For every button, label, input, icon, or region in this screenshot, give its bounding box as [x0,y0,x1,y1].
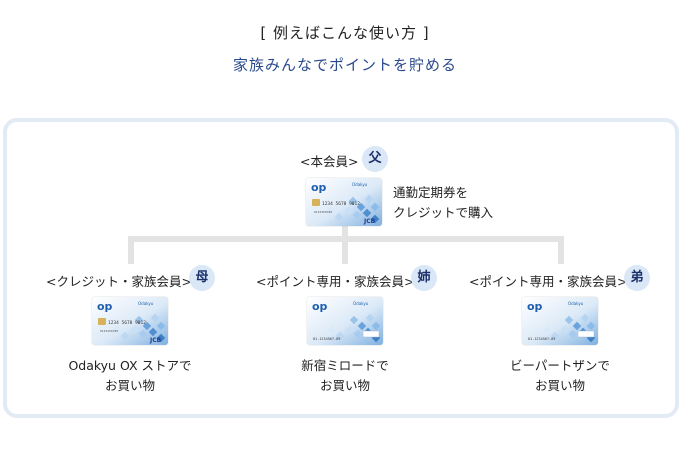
card-mosaic-tile [371,321,381,331]
left-branch-connector [128,236,134,264]
card-mosaic-tile [150,313,160,323]
card-mosaic-tile [353,329,363,339]
center-branch-connector [342,236,348,264]
card-mosaic-tile [148,327,158,337]
card-mosaic-tile [120,331,130,341]
card-mosaic-tile [364,194,374,204]
card-mosaic-tile [335,331,345,341]
card-mosaic-tile [349,315,359,325]
card-mosaic-tile [130,325,140,335]
card-mosaic-tile [112,325,122,335]
card-network-logo: JCB [149,337,162,344]
right-branch-connector [558,236,564,264]
card-mosaic-tile [156,333,166,343]
sister-caption-line-1: 新宿ミロードで [301,358,389,373]
card-mosaic-tile [370,202,380,212]
mother-caption-line-1: Odakyu OX ストアで [68,358,192,373]
family-diagram-frame [3,118,679,418]
card-artwork: op Odakyu 01-1234567-89 [522,297,598,345]
trunk-connector [342,226,348,240]
card-mosaic-tile [356,202,366,212]
brother-caption-line-2: お買い物 [534,378,585,393]
card-number-line-2: 0123456789 [314,210,332,214]
card-mosaic-tile [370,214,380,224]
primary-caption: 通勤定期券を クレジットで購入 [393,183,493,223]
card-number: 01-1234567-89 [313,337,340,341]
primary-member-label: <本会員> [300,154,359,169]
card-number: 1234 5678 9012 [108,320,146,326]
mother-caption: Odakyu OX ストアで お買い物 [40,356,220,396]
card-signature-box [577,330,595,338]
card-issuer-logo: Odakyu [568,301,584,306]
primary-caption-line-2: クレジットで購入 [393,205,494,220]
card-number: 1234 5678 9012 [322,201,360,207]
card-issuer-logo: Odakyu [352,182,368,187]
sister-caption: 新宿ミロードで お買い物 [255,356,435,396]
card-mosaic-tile [327,325,337,335]
card-signature-box [362,330,380,338]
sister-badge: 姉 [411,265,437,291]
card-mosaic-tile [365,313,375,323]
card-issuer-logo: Odakyu [353,301,369,306]
mother-caption-line-2: お買い物 [104,378,155,393]
page-subheading: 家族みんなでポイントを貯める [232,56,457,74]
card-network-logo: JCB [363,218,376,225]
card-chip [98,318,106,325]
card-brand-mark: op [311,181,327,194]
card-mosaic-tile [138,329,148,339]
card-mosaic-tile [142,321,152,331]
card-mosaic-tile [362,208,372,218]
card-mosaic-tile [326,206,336,216]
brother-caption-line-1: ビーパートザンで [510,358,610,373]
card-chip [312,199,320,206]
sister-point-card: op Odakyu 01-1234567-89 [307,297,383,345]
card-mosaic-tile [344,206,354,216]
sister-caption-line-2: お買い物 [319,378,370,393]
card-number: 01-1234567-89 [528,337,555,341]
mother-badge: 母 [189,265,215,291]
card-issuer-logo: Odakyu [138,301,154,306]
card-brand-mark: op [97,300,113,313]
member-label-sister: <ポイント専用・家族会員> [256,274,415,289]
card-mosaic-tile [348,196,358,206]
card-mosaic-tile [334,212,344,222]
card-number-line-2: 0123456789 [100,329,118,333]
page-heading: [ 例えばこんな使い方 ] [260,24,430,42]
card-mosaic-tile [134,315,144,325]
member-label-mother: <クレジット・家族会員> [46,274,192,289]
card-mosaic-tile [357,321,367,331]
primary-caption-line-1: 通勤定期券を [393,185,469,200]
card-brand-mark: op [312,300,328,313]
card-mosaic-tile [352,210,362,220]
father-badge: 父 [362,146,388,172]
brother-badge: 弟 [624,265,650,291]
card-artwork: op Odakyu 01-1234567-89 [307,297,383,345]
brother-point-card: op Odakyu 01-1234567-89 [522,297,598,345]
member-label-brother: <ポイント専用・家族会員> [469,274,628,289]
card-mosaic-tile [345,325,355,335]
card-brand-mark: op [527,300,543,313]
card-mosaic-tile [156,321,166,331]
brother-caption: ビーパートザンで お買い物 [470,356,650,396]
